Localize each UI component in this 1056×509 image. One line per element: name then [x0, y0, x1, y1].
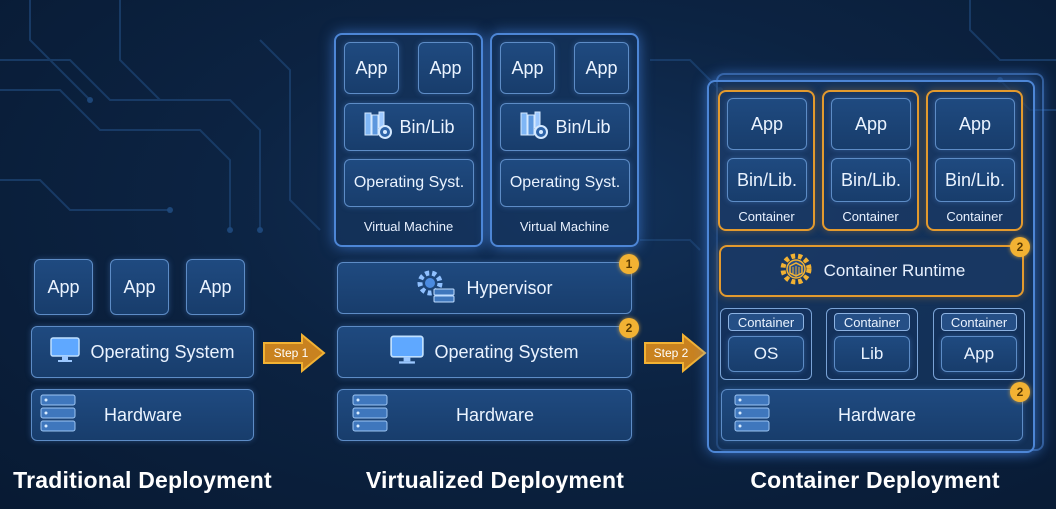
- operating-system-box: Operating System: [31, 326, 254, 378]
- container-tag: Container: [834, 313, 910, 331]
- hardware-label: Hardware: [104, 404, 183, 425]
- step-2-arrow-icon: [644, 333, 707, 373]
- app-label: App: [854, 113, 888, 134]
- traditional-title: Traditional Deployment: [13, 467, 272, 493]
- app-label: App: [750, 113, 784, 134]
- hardware-box: Hardware: [31, 389, 254, 441]
- guest-os-box: Operating Syst.: [500, 159, 630, 207]
- app-box: App: [500, 42, 555, 94]
- os-container-box: OS: [728, 336, 804, 372]
- app-box: App: [110, 259, 169, 315]
- binlib-box: Bin/Lib.: [935, 158, 1015, 202]
- binlib-label: Bin/Lib.: [840, 169, 902, 190]
- books-gear-icon: [363, 110, 393, 145]
- operating-system-box: Operating System: [337, 326, 632, 378]
- server-rack-icon: [40, 394, 76, 437]
- step-badge: 1: [619, 254, 639, 274]
- app-label: App: [511, 57, 544, 78]
- guest-os-label: Operating Syst.: [353, 174, 465, 191]
- runtime-label: Container Runtime: [823, 261, 966, 280]
- os-container-label: OS: [753, 344, 779, 363]
- app-box: App: [727, 98, 807, 150]
- binlib-label: Bin/Lib.: [736, 169, 798, 190]
- os-label: Operating System: [90, 341, 235, 362]
- app-box: App: [418, 42, 473, 94]
- binlib-label: Bin/Lib: [555, 116, 611, 137]
- app-label: App: [199, 276, 232, 297]
- container-caption: Container: [842, 209, 899, 224]
- os-label: Operating System: [434, 341, 579, 362]
- virtual-machine-caption: Virtual Machine: [519, 219, 610, 234]
- app-label: App: [958, 113, 992, 134]
- server-rack-icon: [734, 394, 770, 437]
- books-gear-icon: [519, 110, 549, 145]
- guest-os-label: Operating Syst.: [509, 174, 621, 191]
- app-label: App: [585, 57, 618, 78]
- app-box: App: [831, 98, 911, 150]
- hardware-box: Hardware: [337, 389, 632, 441]
- app-box: App: [935, 98, 1015, 150]
- container-caption: Container: [738, 209, 795, 224]
- hypervisor-label: Hypervisor: [466, 277, 553, 298]
- container-tag: Container: [728, 313, 804, 331]
- step-badge: 2: [1010, 382, 1030, 402]
- step-1-label: Step 1: [273, 346, 309, 360]
- binlib-box: Bin/Lib.: [831, 158, 911, 202]
- gear-server-icon: [416, 269, 456, 308]
- lib-container-box: Lib: [834, 336, 910, 372]
- container-caption: Container: [946, 209, 1003, 224]
- hardware-box: Hardware: [721, 389, 1023, 441]
- virtualized-title: Virtualized Deployment: [365, 467, 625, 493]
- guest-os-box: Operating Syst.: [344, 159, 474, 207]
- server-rack-icon: [352, 394, 388, 437]
- app-label: App: [123, 276, 156, 297]
- binlib-box: Bin/Lib.: [727, 158, 807, 202]
- app-box: App: [574, 42, 629, 94]
- step-2-label: Step 2: [653, 346, 689, 360]
- hardware-label: Hardware: [838, 404, 917, 425]
- app-label: App: [429, 57, 462, 78]
- app-box: App: [344, 42, 399, 94]
- app-container-label: App: [963, 344, 995, 363]
- container-title: Container Deployment: [750, 467, 1000, 493]
- lib-container-label: Lib: [860, 344, 884, 363]
- binlib-label: Bin/Lib: [399, 116, 455, 137]
- app-container-box: App: [941, 336, 1017, 372]
- hypervisor-box: Hypervisor: [337, 262, 632, 314]
- monitor-icon: [50, 336, 81, 368]
- container-tag: Container: [941, 313, 1017, 331]
- app-label: App: [355, 57, 388, 78]
- binlib-label: Bin/Lib.: [944, 169, 1006, 190]
- step-badge: 2: [1010, 237, 1030, 257]
- app-box: App: [34, 259, 93, 315]
- binlib-box: Bin/Lib: [500, 103, 630, 151]
- binlib-box: Bin/Lib: [344, 103, 474, 151]
- container-runtime-box: Container Runtime: [719, 245, 1024, 297]
- virtual-machine-caption: Virtual Machine: [363, 219, 454, 234]
- gear-cube-icon: [778, 251, 814, 292]
- hardware-label: Hardware: [456, 404, 535, 425]
- app-label: App: [47, 276, 80, 297]
- monitor-icon: [390, 335, 425, 370]
- app-box: App: [186, 259, 245, 315]
- step-badge: 2: [619, 318, 639, 338]
- step-1-arrow-icon: [263, 333, 326, 373]
